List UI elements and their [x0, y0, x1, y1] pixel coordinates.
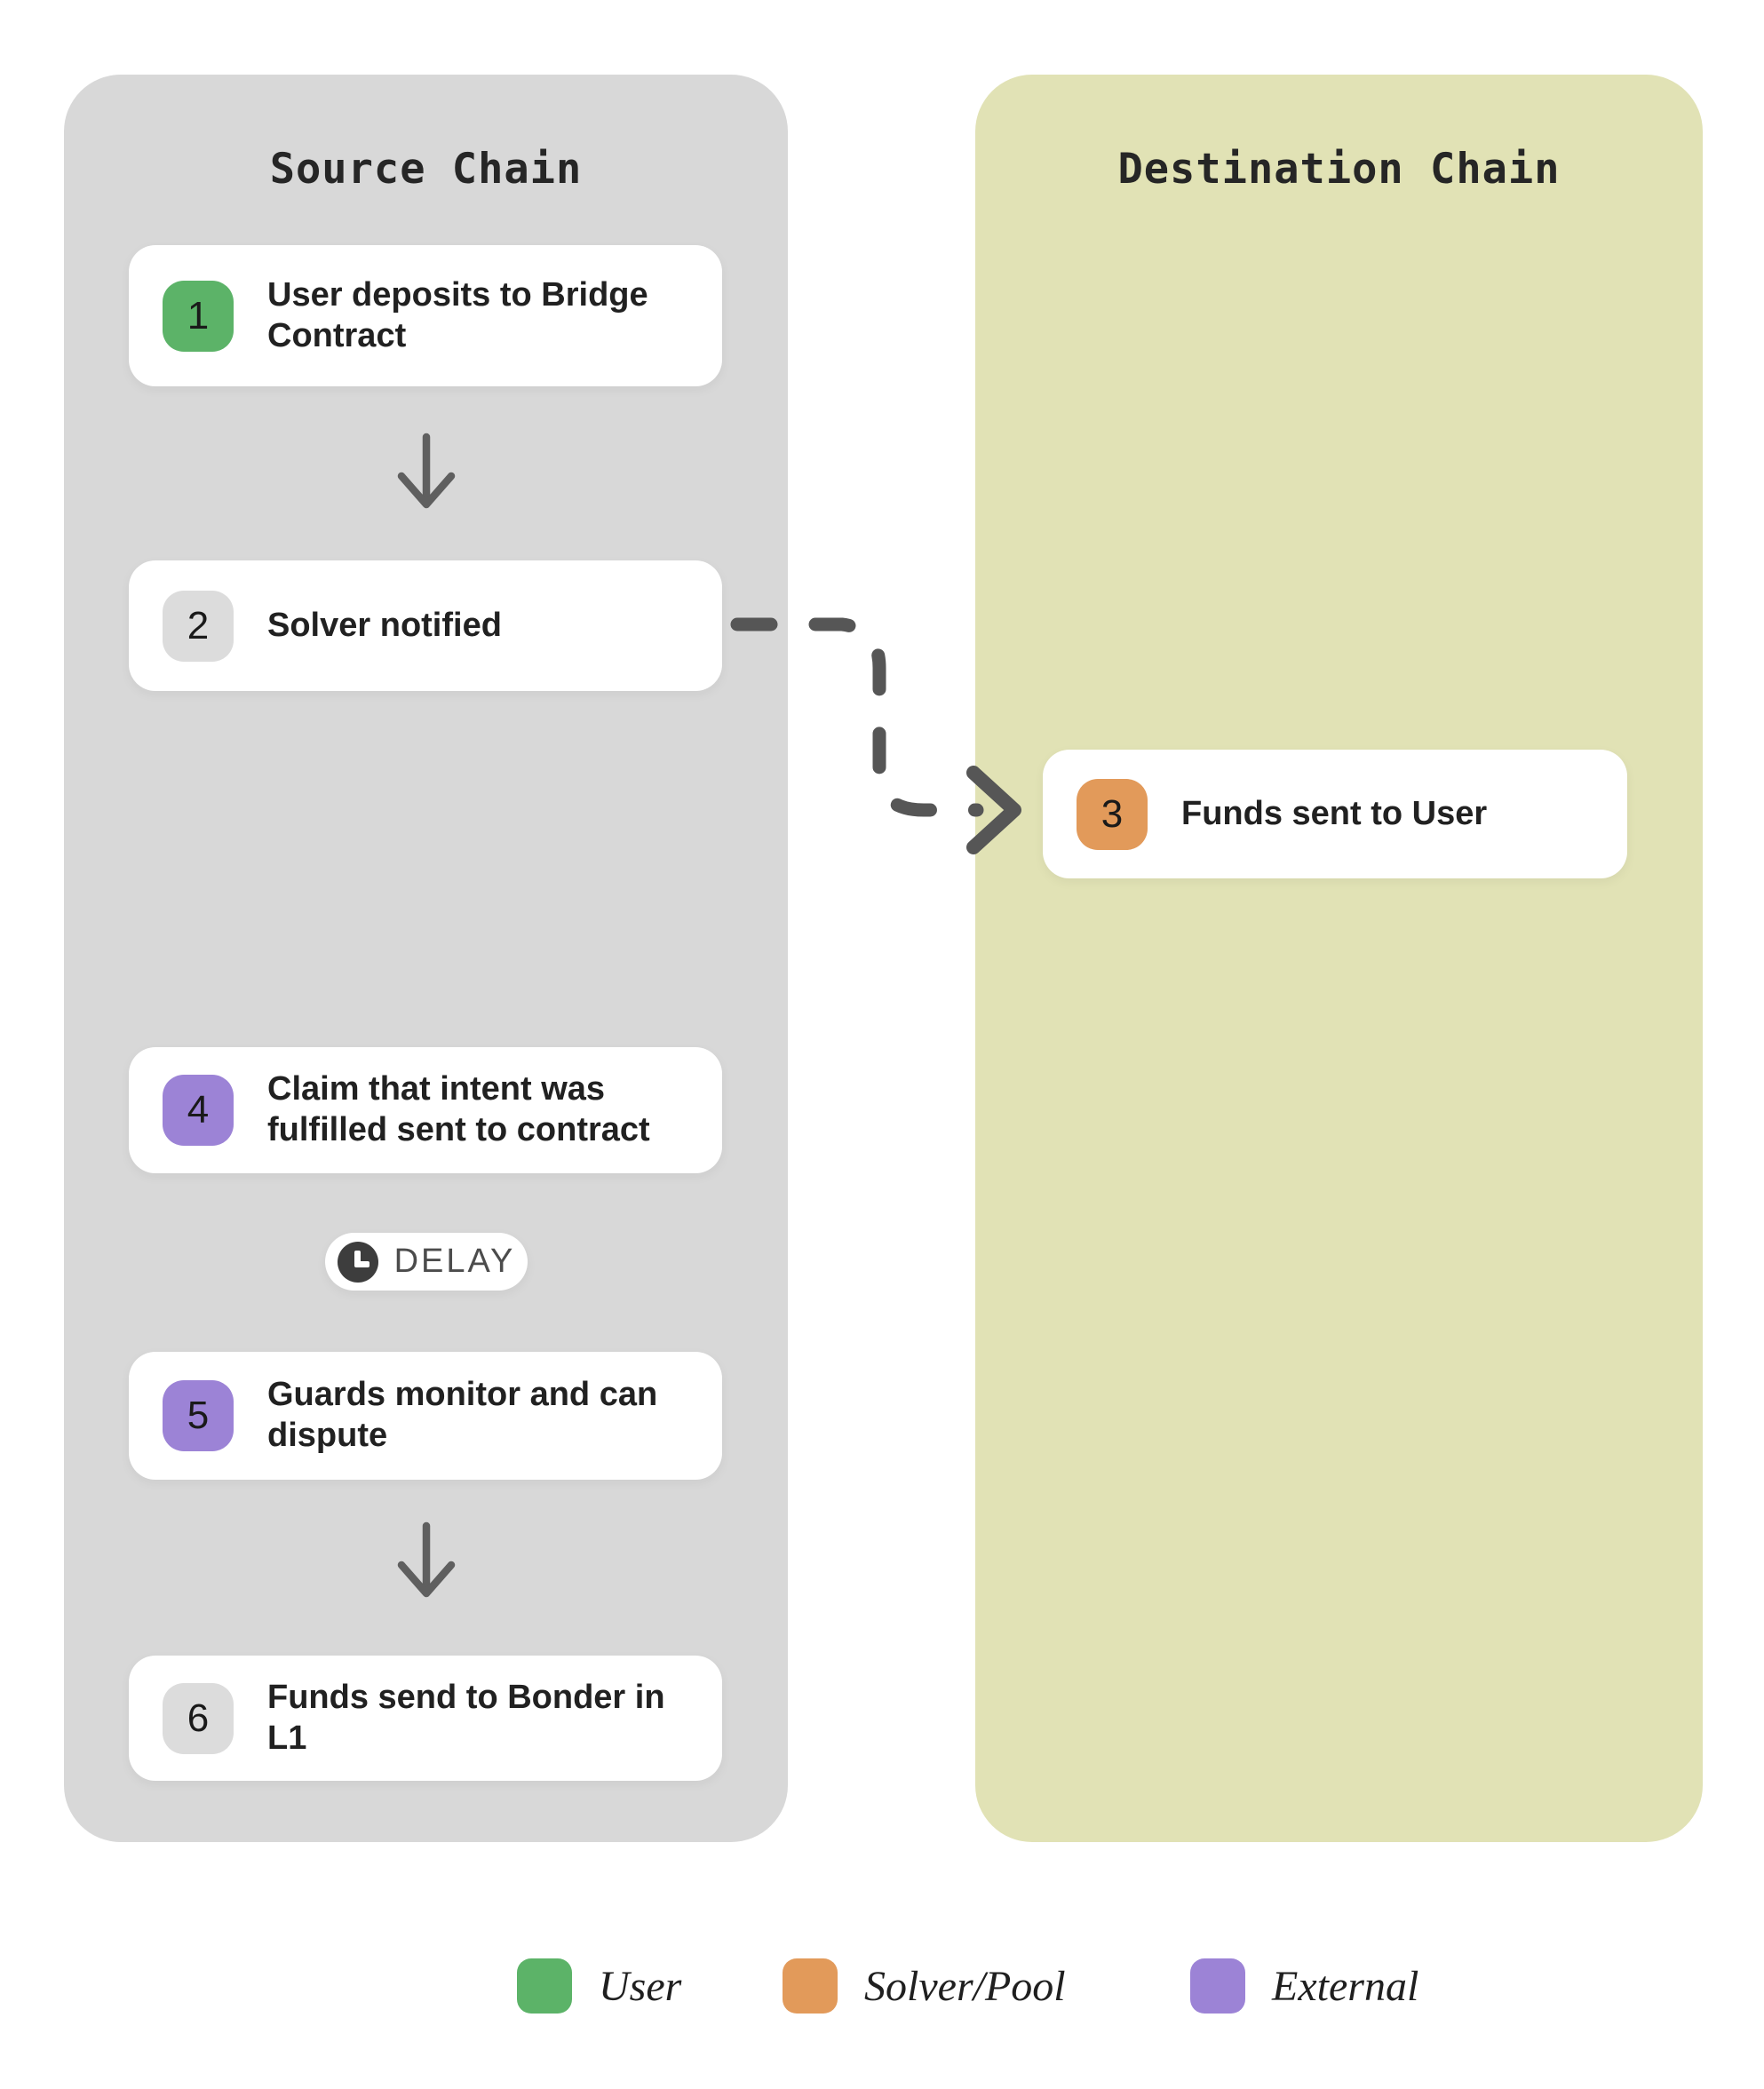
step-5-label: Guards monitor and can dispute — [267, 1376, 658, 1454]
step-3-number-badge: 3 — [1077, 778, 1148, 850]
legend-label-user: User — [599, 1962, 682, 2010]
legend-item-solver-pool: Solver/Pool — [783, 1958, 1066, 2014]
legend-swatch-external — [1190, 1958, 1245, 2014]
down-arrow-icon — [391, 1521, 462, 1606]
step-4-card: 4 Claim that intent was fulfilled sent t… — [129, 1047, 722, 1173]
delay-badge: DELAY — [325, 1233, 528, 1291]
legend-label-solver-pool: Solver/Pool — [864, 1962, 1066, 2010]
legend-swatch-user — [517, 1958, 572, 2014]
down-arrow-icon — [391, 432, 462, 517]
source-chain-title: Source Chain — [269, 145, 583, 194]
step-2-label: Solver notified — [267, 606, 502, 644]
step-6-card: 6 Funds send to Bonder in L1 — [129, 1656, 722, 1781]
destination-chain-panel: Destination Chain — [975, 75, 1703, 1842]
step-3-card: 3 Funds sent to User — [1043, 750, 1627, 878]
legend-item-external: External — [1190, 1958, 1418, 2014]
step-4-label: Claim that intent was fulfilled sent to … — [267, 1070, 650, 1148]
legend-label-external: External — [1272, 1962, 1419, 2010]
legend-swatch-solver-pool — [783, 1958, 838, 2014]
step-6-number-badge: 6 — [163, 1682, 234, 1754]
step-5-number-badge: 5 — [163, 1380, 234, 1451]
step-6-label: Funds send to Bonder in L1 — [267, 1678, 665, 1757]
step-5-card: 5 Guards monitor and can dispute — [129, 1352, 722, 1480]
step-1-number-badge: 1 — [163, 280, 234, 352]
step-2-number-badge: 2 — [163, 590, 234, 662]
step-1-card: 1 User deposits to Bridge Contract — [129, 245, 722, 386]
step-1-label: User deposits to Bridge Contract — [267, 275, 648, 354]
step-2-card: 2 Solver notified — [129, 560, 722, 691]
destination-chain-title: Destination Chain — [1117, 145, 1561, 194]
legend-item-user: User — [517, 1958, 681, 2014]
delay-label: DELAY — [393, 1243, 516, 1280]
step-3-label: Funds sent to User — [1181, 794, 1488, 832]
step-4-number-badge: 4 — [163, 1075, 234, 1146]
clock-icon — [337, 1241, 378, 1283]
